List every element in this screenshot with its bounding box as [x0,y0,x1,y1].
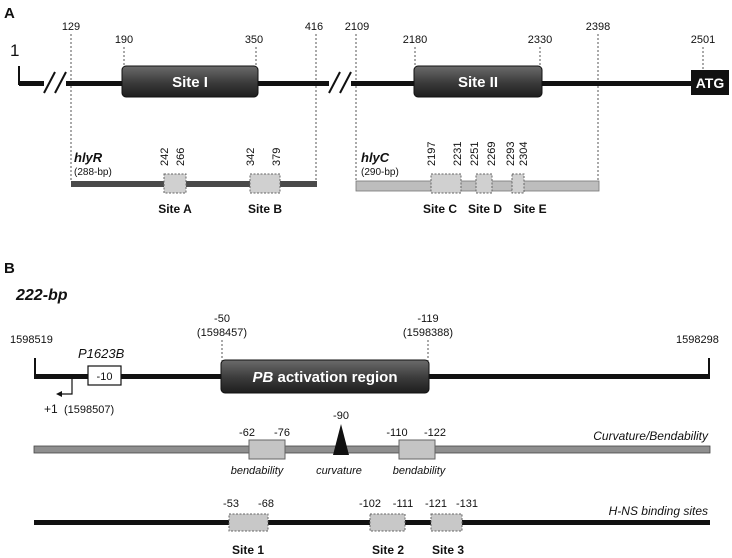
hns-numbers: -53 -68 -102 -111 -121 -131 [223,498,478,510]
tss-coord: (1598507) [64,404,114,416]
hns-num-111: -111 [393,498,413,510]
site-c-label: Site C [423,202,457,216]
activation-region-suffix: activation region [273,369,397,386]
curv-num-62: -62 [239,427,255,439]
coord-190: 190 [115,34,133,46]
hns-num-131: -131 [456,498,478,510]
hlyr-num-342: 342 [245,148,257,166]
curvature-labels: bendability curvature bendability [231,465,447,477]
left-coord: 1598519 [10,334,53,346]
tss-arrow [60,378,73,395]
atg-label: ATG [696,75,725,91]
hlyc-name: hlyC [361,150,390,165]
coord-350: 350 [245,34,263,46]
site-a-label: Site A [158,202,192,216]
panel-a-top-numbers: 129 190 350 416 2109 2180 2330 2398 2501 [62,21,715,46]
curvature-numbers: -62 -76 -90 -110 -122 [239,410,446,439]
coord-129: 129 [62,21,80,33]
hns-num-53: -53 [223,498,239,510]
curvature-track-label: Curvature/Bendability [593,429,709,443]
hns-num-121: -121 [425,498,447,510]
site-d-label: Site D [468,202,502,216]
tss-label: +1 [44,402,58,416]
break-left [43,71,67,94]
bendability-label-2: bendability [393,465,447,477]
site-e-label: Site E [513,202,546,216]
hlyr-num-379: 379 [271,148,283,166]
hns-site-2-label: Site 2 [372,543,404,557]
atg-box [691,70,729,95]
minus-10-box [87,365,122,386]
panel-b-label: B [4,260,15,277]
hlyr-num-266: 266 [175,148,187,166]
coord-2180: 2180 [403,34,427,46]
curvature-marker [333,424,349,455]
site-a-box [163,173,187,194]
hlyc-num-2304: 2304 [518,142,530,166]
curvature-track [33,445,711,454]
curv-num-110: -110 [386,427,407,439]
curv-num-122: -122 [424,427,446,439]
hns-site-1-box [228,513,269,532]
hns-num-68: -68 [258,498,274,510]
site-ii-label: Site II [458,74,498,91]
site-d-box [475,173,493,194]
panel-a-label: A [4,5,15,22]
activation-region-box [220,359,430,394]
site-e-box [511,173,525,194]
site-b-label: Site B [248,202,282,216]
panel-a-guides [70,34,704,180]
hns-site-3-label: Site 3 [432,543,464,557]
hlyr-numbers: 242 266 342 379 [159,148,283,166]
hlyr-num-242: 242 [159,148,171,166]
mark-minus-119: -119 [417,313,438,325]
hns-site-2-box [369,513,406,532]
hlyc-num-2293: 2293 [505,142,517,166]
curvature-label: curvature [316,465,362,477]
site-b-box [249,173,281,194]
promoter-name: P1623B [78,346,125,361]
hlyr-size: (288-bp) [74,167,112,178]
hlyc-num-2231: 2231 [452,142,464,166]
hns-site-3-box [430,513,463,532]
hlyr-track [71,181,317,187]
site-i-box [121,65,259,98]
hns-track-label: H-NS binding sites [609,504,708,518]
hlyc-num-2269: 2269 [486,142,498,166]
curv-num-76: -76 [274,427,290,439]
break-right [328,71,352,94]
coord-2109: 2109 [345,21,369,33]
tss-arrowhead [56,391,62,397]
hlyc-size: (290-bp) [361,167,399,178]
bendability-box-1 [248,439,286,460]
mark-minus-119-abs: (1598388) [403,327,453,339]
right-coord: 1598298 [676,334,719,346]
coord-2398: 2398 [586,21,610,33]
hlyr-name: hlyR [74,150,103,165]
genome-line [19,81,697,86]
hlyc-numbers: 2197 2231 2251 2269 2293 2304 [426,142,530,166]
curv-num-90: -90 [333,410,349,422]
panel-b-title: 222-bp [15,287,68,304]
hlyc-num-2197: 2197 [426,142,438,166]
hns-num-102: -102 [359,498,381,510]
coord-416: 416 [305,21,323,33]
coord-2330: 2330 [528,34,552,46]
mark-minus-50-abs: (1598457) [197,327,247,339]
start-label: 1 [10,41,19,60]
hns-site-1-label: Site 1 [232,543,264,557]
coord-2501: 2501 [691,34,715,46]
site-i-label: Site I [172,74,208,91]
site-c-box [430,173,462,194]
bendability-label-1: bendability [231,465,285,477]
mark-minus-50: -50 [214,313,230,325]
site-ii-box [413,65,543,98]
activation-region-label: PB activation region [252,369,397,386]
minus-10-label: -10 [97,371,113,383]
activation-region-prefix: PB [252,369,273,386]
bendability-box-2 [398,439,436,460]
hlyc-num-2251: 2251 [469,142,481,166]
